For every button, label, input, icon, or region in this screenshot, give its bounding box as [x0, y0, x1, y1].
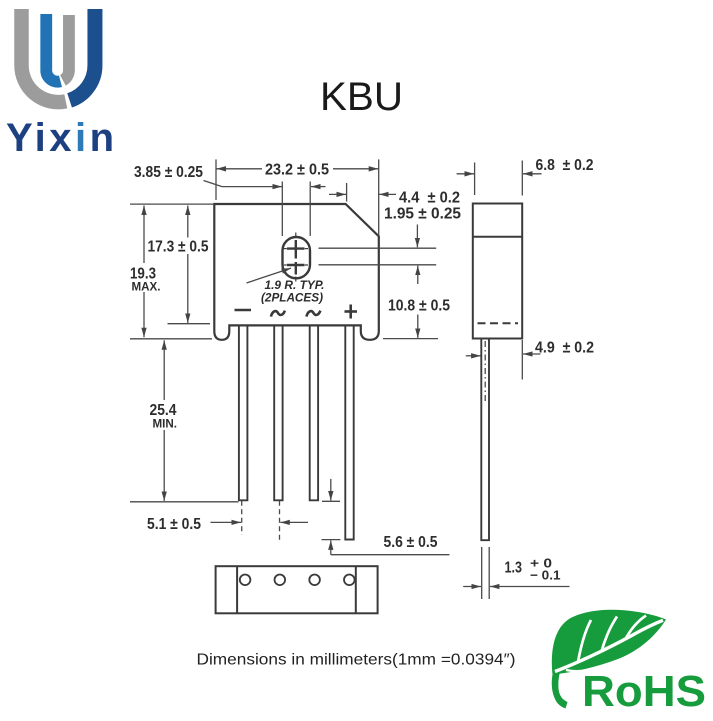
svg-text:17.3 ± 0.5: 17.3 ± 0.5 — [148, 239, 209, 256]
svg-text:25.4: 25.4 — [150, 402, 177, 419]
svg-text:Yixin: Yixin — [6, 116, 114, 160]
svg-text:RoHS: RoHS — [582, 668, 706, 716]
svg-text:− 0.1: − 0.1 — [530, 568, 561, 583]
svg-text:1.95 ± 0.25: 1.95 ± 0.25 — [384, 206, 461, 223]
svg-text:1.3: 1.3 — [505, 560, 523, 577]
svg-text:MAX.: MAX. — [132, 282, 161, 294]
svg-text:(2PLACES): (2PLACES) — [261, 291, 323, 305]
svg-text:6.8 ± 0.2: 6.8 ± 0.2 — [536, 157, 594, 174]
svg-text:5.6 ± 0.5: 5.6 ± 0.5 — [384, 534, 438, 551]
svg-text:Dimensions in millimeters(1mm: Dimensions in millimeters(1mm =0.0394″) — [197, 652, 516, 669]
svg-text:4.4 ± 0.2: 4.4 ± 0.2 — [399, 190, 460, 207]
svg-text:+ 0: + 0 — [530, 556, 552, 571]
svg-text:19.3: 19.3 — [130, 266, 156, 283]
svg-text:3.85 ± 0.25: 3.85 ± 0.25 — [134, 164, 203, 181]
svg-text:KBU: KBU — [320, 75, 403, 119]
svg-text:10.8 ± 0.5: 10.8 ± 0.5 — [388, 298, 450, 315]
svg-text:5.1 ± 0.5: 5.1 ± 0.5 — [147, 516, 201, 533]
svg-text:4.9 ± 0.2: 4.9 ± 0.2 — [535, 340, 594, 357]
svg-text:23.2 ± 0.5: 23.2 ± 0.5 — [265, 162, 329, 179]
svg-text:MIN.: MIN. — [153, 419, 178, 431]
svg-text:1.9 R. TYP.: 1.9 R. TYP. — [265, 278, 325, 292]
